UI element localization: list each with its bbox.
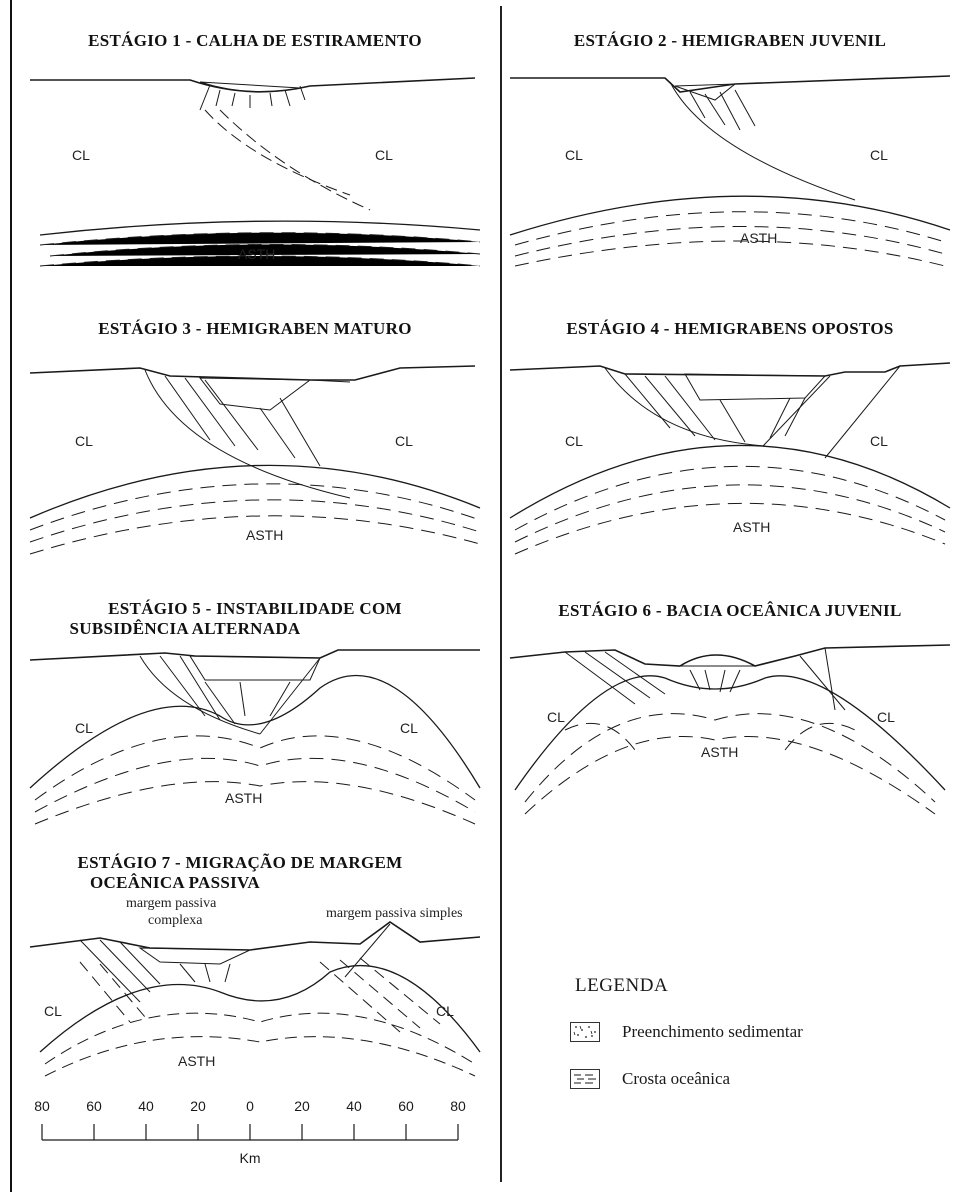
stage-4-panel: ESTÁGIO 4 - HEMIGRABENS OPOSTOS CL CL AS… (505, 318, 955, 558)
stage-7-annotation-left-line-2: complexa (148, 913, 203, 928)
stage-2-mantle-pattern (515, 212, 945, 266)
sediment-pattern-icon (570, 1022, 600, 1042)
stage-6-sediment-fill (680, 655, 755, 666)
stage-4-faults (605, 366, 900, 458)
stage-5-asth: ASTH (225, 790, 262, 806)
stage-7-cross-section: margem passiva complexa margem passiva s… (20, 852, 500, 1082)
center-divider-line (500, 6, 502, 1182)
stage-2-faults (670, 82, 855, 200)
stage-7-annotation-right: margem passiva simples (326, 906, 463, 921)
stage-5-mantle-pattern (35, 736, 475, 824)
stage-2-panel: ESTÁGIO 2 - HEMIGRABEN JUVENIL CL CL AST… (505, 30, 955, 270)
stage-2-cross-section: CL CL ASTH (505, 30, 955, 270)
stage-1-asth: ASTH (238, 246, 275, 262)
stage-5-right-cl: CL (400, 720, 418, 736)
stage-7-annotation-left-line-1: margem passiva (126, 896, 217, 911)
stage-5-surface (30, 650, 480, 660)
stage-5-cross-section: CL CL ASTH (20, 598, 490, 828)
stage-6-mantle-pattern (525, 714, 935, 814)
stage-7-asth: ASTH (178, 1053, 215, 1069)
stage-3-asth: ASTH (246, 527, 283, 543)
stage-3-sediment-fill (200, 378, 310, 410)
scale-bar-line (30, 1098, 470, 1158)
stage-7-left-cl: CL (44, 1003, 62, 1019)
legend-item-sediment: Preenchimento sedimentar (570, 1020, 803, 1044)
stage-4-cross-section: CL CL ASTH (505, 318, 955, 558)
stage-7-surface (30, 922, 480, 950)
stage-1-faults (200, 85, 370, 210)
stage-7-panel: ESTÁGIO 7 - MIGRAÇÃO DE MARGEM OCEÂNICA … (20, 852, 500, 1082)
stage-4-right-cl: CL (870, 433, 888, 449)
stage-4-mantle-pattern (515, 466, 945, 554)
stage-7-right-cl: CL (436, 1003, 454, 1019)
stage-6-left-cl: CL (547, 709, 565, 725)
legend-label: Preenchimento sedimentar (622, 1022, 803, 1042)
stage-7-moho (40, 966, 480, 1052)
stage-2-left-cl: CL (565, 147, 583, 163)
stage-6-moho (515, 676, 945, 790)
stage-3-mantle-pattern (30, 484, 480, 554)
stage-6-right-cl: CL (877, 709, 895, 725)
legend-item-oceanic-crust: Crosta oceânica (570, 1067, 730, 1091)
stage-3-left-cl: CL (75, 433, 93, 449)
legend-title: LEGENDA (575, 975, 668, 997)
legend-label: Crosta oceânica (622, 1069, 730, 1089)
stage-5-left-cl: CL (75, 720, 93, 736)
stage-3-panel: ESTÁGIO 3 - HEMIGRABEN MATURO CL CL ASTH (20, 318, 490, 558)
stage-5-faults (140, 656, 320, 734)
stage-3-moho (30, 465, 480, 518)
stage-1-cross-section: CL CL ASTH (20, 30, 490, 270)
legend: LEGENDA Preenchimento sedimentar (570, 975, 910, 1115)
stage-4-surface (510, 363, 950, 376)
stage-4-sediment-fill (685, 374, 825, 400)
stage-1-panel: ESTÁGIO 1 - CALHA DE ESTIRAMENTO CL CL A… (20, 30, 490, 270)
stage-2-right-cl: CL (870, 147, 888, 163)
stage-3-faults (145, 370, 350, 498)
scale-unit-label: Km (230, 1150, 270, 1166)
stage-6-asth: ASTH (701, 744, 738, 760)
stage-7-mantle-pattern (45, 958, 475, 1076)
stage-1-right-cl: CL (375, 147, 393, 163)
distance-scale-bar: 80 60 40 20 0 20 40 60 80 Km (30, 1098, 470, 1178)
stage-6-cross-section: CL CL ASTH (505, 600, 955, 820)
stage-5-sediment-fill (190, 656, 320, 680)
stage-3-right-cl: CL (395, 433, 413, 449)
stage-6-surface (510, 645, 950, 666)
stage-4-asth: ASTH (733, 519, 770, 535)
stage-6-panel: ESTÁGIO 6 - BACIA OCEÂNICA JUVENIL CL CL… (505, 600, 955, 820)
stage-5-panel: ESTÁGIO 5 - INSTABILIDADE COM SUBSIDÊNCI… (20, 598, 490, 828)
stage-2-asth: ASTH (740, 230, 777, 246)
stage-4-left-cl: CL (565, 433, 583, 449)
stage-3-surface (30, 366, 475, 380)
stage-4-moho (510, 445, 950, 518)
oceanic-crust-pattern-icon (570, 1069, 600, 1089)
left-border-line (10, 0, 12, 1192)
stage-3-cross-section: CL CL ASTH (20, 318, 490, 558)
stage-2-moho (510, 196, 950, 235)
stage-1-left-cl: CL (72, 147, 90, 163)
